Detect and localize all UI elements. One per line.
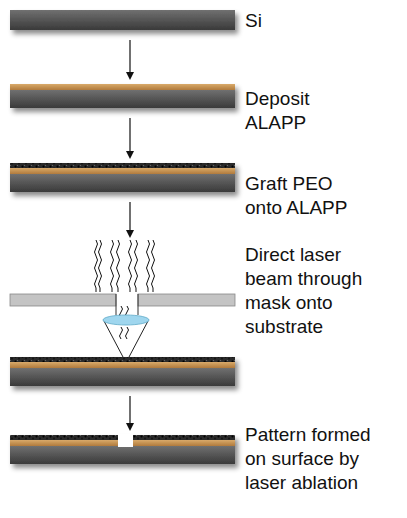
alapp-wafer: [10, 84, 235, 108]
step-label: Direct laser beam through mask onto subs…: [245, 243, 385, 339]
flow-arrow: [126, 396, 134, 431]
substrate-stage: Si: [8, 8, 238, 32]
deposit-stage: Deposit ALAPP: [8, 82, 238, 110]
flow-arrow: [126, 202, 134, 238]
flow-arrow: [126, 118, 134, 159]
patterned-wafer: [10, 435, 235, 464]
si-wafer: [10, 10, 235, 30]
step-label: Graft PEO onto ALAPP: [245, 172, 357, 220]
step-label: Pattern formed on surface by laser ablat…: [245, 423, 385, 495]
graft-stage: Graft PEO onto ALAPP: [8, 161, 238, 194]
substrate-wafer: [10, 357, 235, 386]
lens: [103, 315, 149, 357]
pattern-stage: Pattern formed on surface by laser ablat…: [8, 433, 238, 466]
laser-beam: [95, 240, 155, 339]
peo-wafer: [10, 163, 235, 192]
step-label: Si: [245, 9, 395, 33]
step-label: Deposit ALAPP: [245, 87, 345, 135]
mask: [10, 294, 235, 315]
flow-arrow: [126, 40, 134, 80]
ablated-pattern: [118, 434, 133, 447]
laser-stage: Direct laser beam through mask onto subs…: [8, 240, 238, 388]
